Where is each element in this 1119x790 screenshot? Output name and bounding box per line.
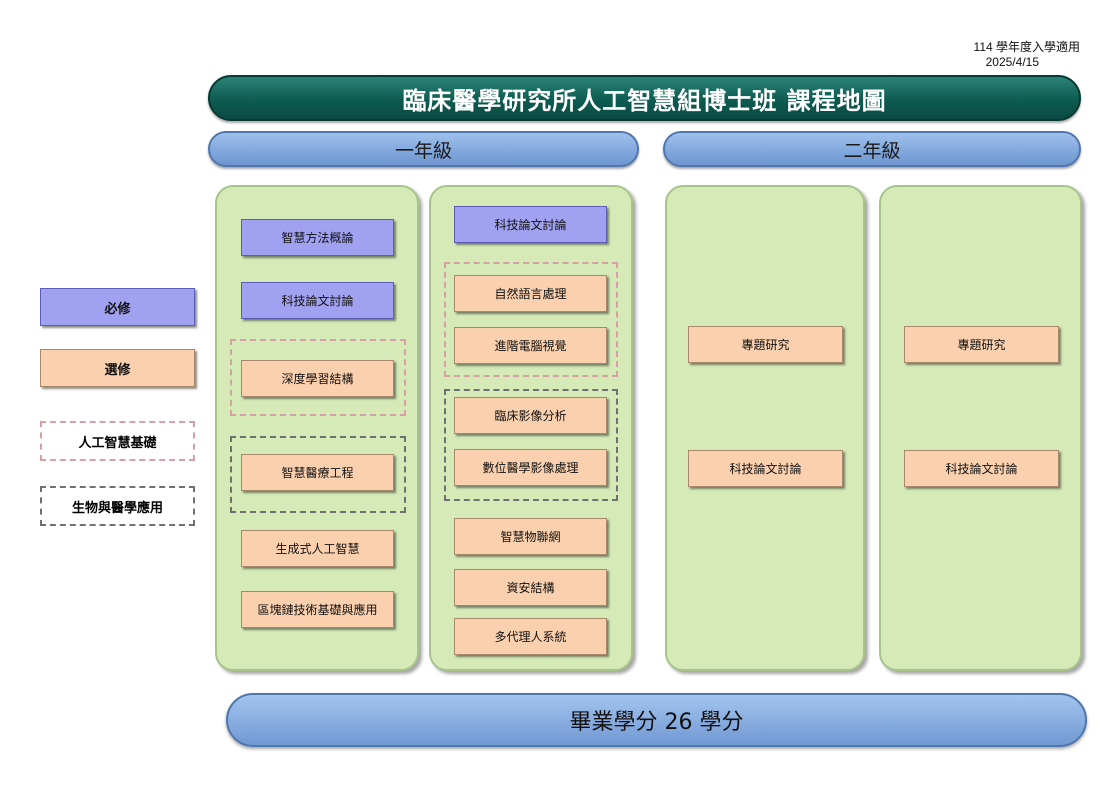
course-blockchain-fundamentals: 區塊鏈技術基礎與應用: [241, 591, 394, 628]
legend-ai-foundation: 人工智慧基礎: [40, 421, 195, 461]
year-2-column-1: [665, 185, 865, 671]
year-1-column-1: [215, 185, 419, 671]
course-smart-iot: 智慧物聯網: [454, 518, 607, 555]
course-special-topic-research: 專題研究: [904, 326, 1059, 363]
course-smart-medical-engineering: 智慧醫療工程: [241, 454, 394, 491]
course-information-security: 資安結構: [454, 569, 607, 606]
ai-foundation-group: [230, 339, 406, 416]
legend-required: 必修: [40, 288, 195, 326]
course-scientific-paper-discussion: 科技論文討論: [241, 282, 394, 319]
course-scientific-paper-discussion: 科技論文討論: [688, 450, 843, 487]
course-special-topic-research: 專題研究: [688, 326, 843, 363]
ai-foundation-group: [444, 262, 618, 377]
course-smart-methods-intro: 智慧方法概論: [241, 219, 394, 256]
legend-bio-medical-application: 生物與醫學應用: [40, 486, 195, 526]
academic-year-note: 114 學年度入學適用: [973, 40, 1080, 54]
course-digital-medical-image-processing: 數位醫學影像處理: [454, 449, 607, 486]
course-deep-learning-architecture: 深度學習結構: [241, 360, 394, 397]
year-2-column-2: [879, 185, 1082, 671]
legend-elective: 選修: [40, 349, 195, 387]
bio-medical-group: [444, 389, 618, 501]
course-multi-agent-systems: 多代理人系統: [454, 618, 607, 655]
course-advanced-computer-vision: 進階電腦視覺: [454, 327, 607, 364]
course-natural-language-processing: 自然語言處理: [454, 275, 607, 312]
year-2-header: 二年級: [663, 131, 1081, 167]
graduation-credits: 畢業學分 26 學分: [226, 693, 1087, 747]
course-scientific-paper-discussion: 科技論文討論: [904, 450, 1059, 487]
year-1-header: 一年級: [208, 131, 639, 167]
course-scientific-paper-discussion: 科技論文討論: [454, 206, 607, 243]
course-clinical-image-analysis: 臨床影像分析: [454, 397, 607, 434]
bio-medical-group: [230, 436, 406, 513]
revision-date: 2025/4/15: [985, 55, 1039, 69]
course-generative-ai: 生成式人工智慧: [241, 530, 394, 567]
page-title: 臨床醫學研究所人工智慧組博士班 課程地圖: [208, 75, 1081, 121]
